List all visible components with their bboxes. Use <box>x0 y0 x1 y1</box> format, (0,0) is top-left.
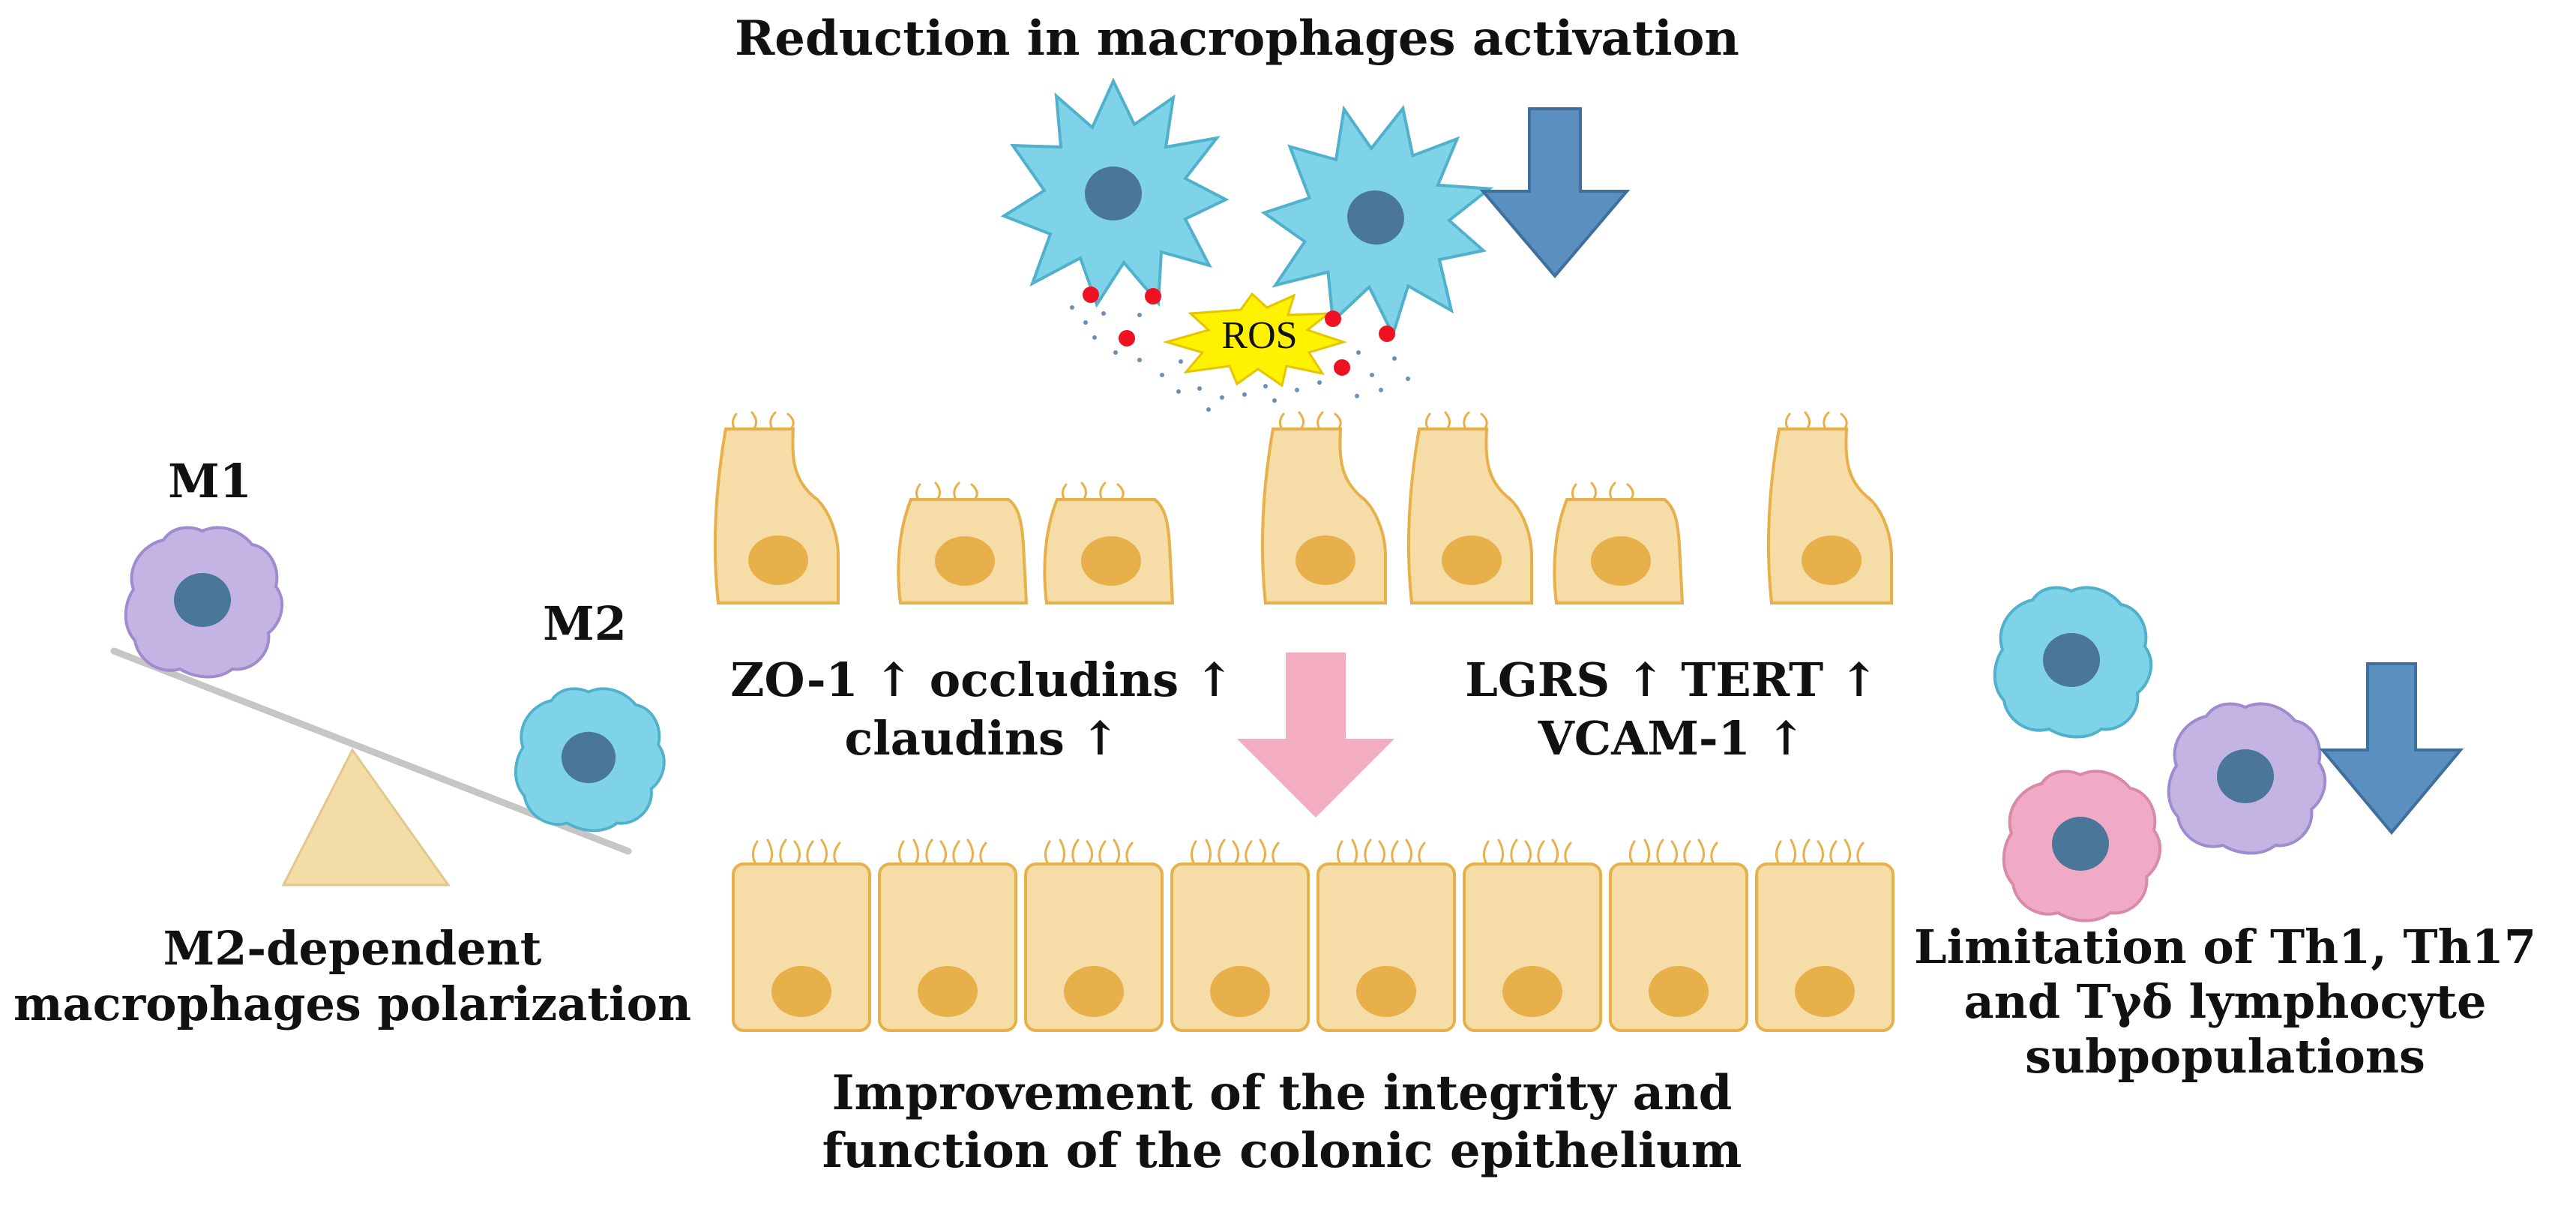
epithelial-cell <box>1316 838 1456 1032</box>
epithelial-cell <box>1755 838 1895 1032</box>
activated-macrophage-1-nucleus <box>1085 166 1142 220</box>
epithelial-cell <box>1766 411 1893 604</box>
right-down-arrow <box>2319 662 2464 836</box>
lymphocyte-purple <box>2167 702 2327 855</box>
ros-label: ROS <box>1221 314 1298 357</box>
activated-macrophage-1 <box>1002 80 1227 306</box>
polarization-seesaw <box>110 526 666 886</box>
top-down-arrow <box>1479 107 1631 279</box>
m2-macrophage <box>514 687 666 832</box>
pink-down-arrow <box>1237 652 1394 818</box>
seesaw-base <box>281 748 451 886</box>
activated-macrophage-2 <box>1241 80 1514 354</box>
activated-macrophage-2-nucleus <box>1347 190 1404 245</box>
lymphocyte-blue <box>1993 586 2153 739</box>
m1-macrophage <box>124 526 284 679</box>
epithelial-cell <box>1170 838 1310 1032</box>
epithelial-cell <box>732 838 871 1032</box>
epithelial-cell <box>897 482 1028 604</box>
ros-red-dots <box>1083 286 1395 376</box>
epithelial-cell <box>1463 838 1602 1032</box>
epithelial-cell <box>878 838 1017 1032</box>
lymphocyte-pink <box>2002 770 2162 922</box>
ros-burst <box>1162 292 1347 388</box>
epithelial-cell <box>1024 838 1164 1032</box>
epithelial-cell <box>1043 482 1174 604</box>
epithelial-cell <box>1260 411 1387 604</box>
m2-label: M2 <box>543 596 627 651</box>
restored-epithelium-row <box>732 838 1895 1032</box>
bottom-caption: Improvement of the integrity and functio… <box>822 1065 1742 1179</box>
epithelial-markers: LGRS ↑ TERT ↑ VCAM-1 ↑ <box>1465 652 1879 766</box>
epithelial-cell <box>1553 482 1684 604</box>
epithelial-cell <box>713 411 840 604</box>
left-caption: M2-dependent macrophages polarization <box>13 921 692 1032</box>
lymphocyte-group <box>1993 586 2327 922</box>
epithelial-cell <box>1609 838 1748 1032</box>
ros-speckles <box>1070 305 1410 412</box>
m1-label: M1 <box>168 454 252 508</box>
top-title: Reduction in macrophages activation <box>735 10 1739 67</box>
tight-junction-markers: ZO-1 ↑ occludins ↑ claudins ↑ <box>730 652 1234 766</box>
damaged-epithelium-row <box>713 411 1893 604</box>
epithelial-cell <box>1406 411 1533 604</box>
right-caption: Limitation of Th1, Th17 and Tγδ lymphocy… <box>1914 920 2536 1084</box>
